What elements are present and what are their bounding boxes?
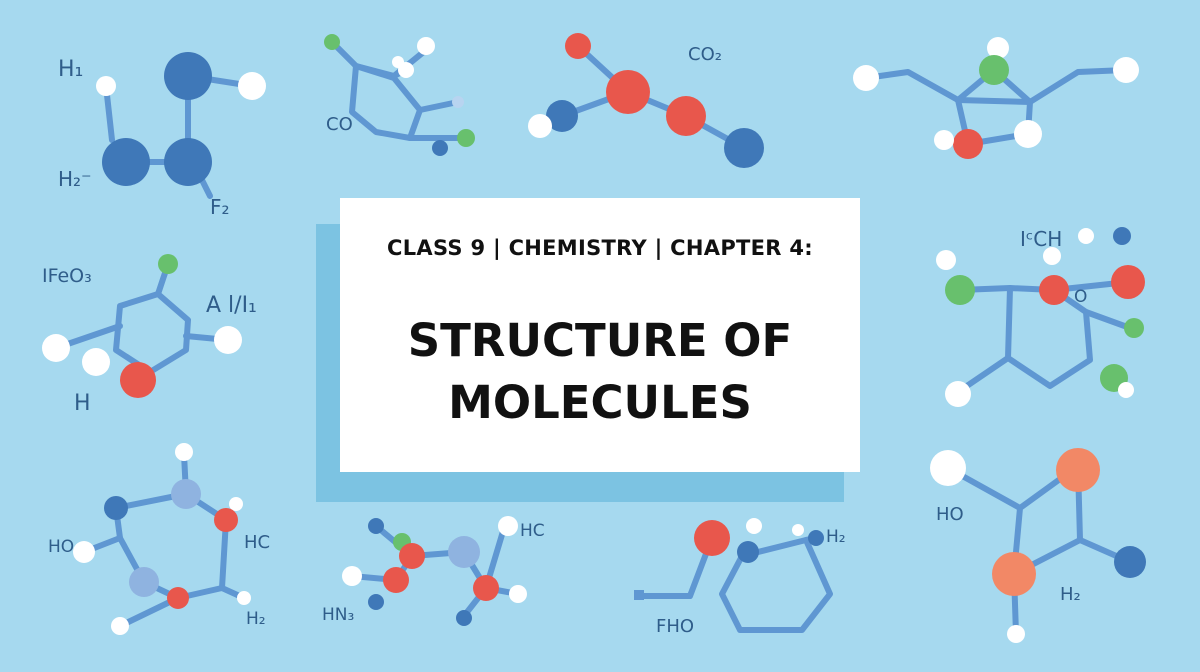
formula-label-o: HN₃ [322, 605, 354, 625]
formula-label-n: HC [520, 521, 545, 541]
formula-label-q: FHO [656, 616, 694, 637]
formula-label-g: A l/I₁ [206, 293, 257, 318]
formula-label-k: HO [48, 537, 74, 557]
formula-label-r: HO [936, 504, 964, 525]
formula-label-a: H₁ [58, 57, 83, 82]
formula-label-f: IFeO₃ [42, 265, 92, 287]
formula-label-j: O [1074, 287, 1087, 307]
card-title: STRUCTURE OF MOLECULES [340, 310, 860, 434]
formula-label-c: F₂ [210, 195, 230, 219]
formula-label-e: CO₂ [688, 44, 722, 65]
card-subtitle: CLASS 9 | CHEMISTRY | CHAPTER 4: [387, 236, 813, 260]
formula-label-p: H₂ [826, 527, 846, 547]
formula-label-i: IᶜCH [1020, 227, 1062, 251]
card-title-line-2: MOLECULES [448, 376, 752, 429]
formula-label-d: CO [326, 114, 353, 135]
card-title-line-1: STRUCTURE OF [407, 314, 793, 367]
formula-label-h: H [74, 391, 91, 416]
formula-label-s: H₂ [1060, 584, 1081, 605]
formula-label-b: H₂⁻ [58, 167, 92, 191]
title-card: CLASS 9 | CHEMISTRY | CHAPTER 4: STRUCTU… [340, 198, 860, 472]
formula-label-m: H₂ [246, 609, 266, 629]
formula-label-l: HC [244, 532, 270, 553]
